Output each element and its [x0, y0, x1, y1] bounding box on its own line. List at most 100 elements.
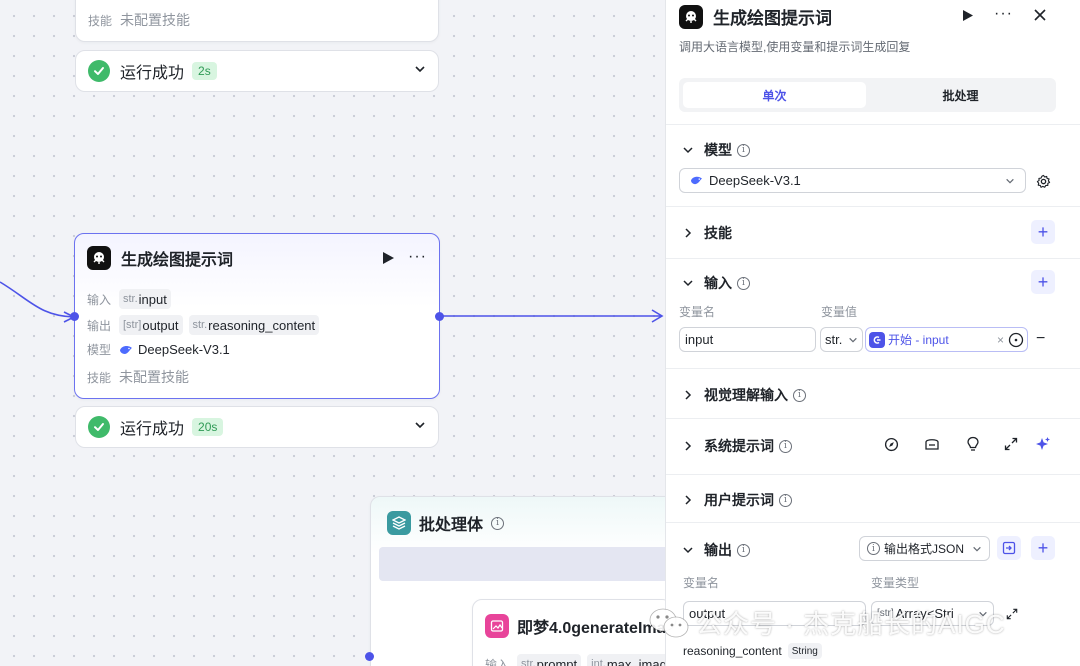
model-section: [666, 124, 1080, 204]
panel-subtitle: 调用大语言模型,使用变量和提示词生成回复: [679, 40, 911, 54]
input-ref-label: 开始 - input: [888, 333, 949, 347]
expand-icon[interactable]: [1001, 434, 1021, 454]
chevron-down-icon: [972, 544, 982, 554]
jimeng-node-title: 即梦4.0generateIma: [517, 620, 666, 637]
clear-ref-icon[interactable]: ×: [996, 332, 1004, 347]
input-var-name-field[interactable]: input: [679, 327, 816, 352]
run-time-badge: 2s: [192, 62, 217, 80]
import-output-button[interactable]: [997, 536, 1021, 560]
user-prompt-section: [666, 474, 1080, 522]
input-tag: int.max_imag: [587, 654, 671, 666]
run-node-icon[interactable]: [382, 251, 395, 270]
input-label: 输入: [485, 657, 510, 666]
output-var-type-column-header: 变量类型: [871, 576, 920, 590]
info-icon[interactable]: i: [737, 543, 750, 557]
var-name-column-header: 变量名: [679, 305, 716, 319]
input-var-type-select[interactable]: str.: [820, 327, 863, 352]
llm-output-port[interactable]: [435, 312, 444, 321]
info-icon[interactable]: i: [737, 143, 750, 157]
add-input-button[interactable]: +: [1031, 270, 1055, 294]
success-check-icon: [88, 416, 110, 438]
expand-icon[interactable]: [1002, 604, 1022, 624]
skill-label: 技能: [87, 370, 112, 385]
info-icon: i: [867, 542, 880, 555]
llm-input-port[interactable]: [70, 312, 79, 321]
output-var-name-column-header: 变量名: [683, 576, 720, 590]
batch-input-port[interactable]: [365, 652, 374, 661]
model-value: DeepSeek-V3.1: [138, 342, 230, 357]
llm-logo-icon: [87, 246, 111, 270]
chevron-down-icon[interactable]: [682, 544, 694, 556]
output-var-name-field[interactable]: output: [683, 601, 866, 626]
info-icon[interactable]: i: [491, 516, 505, 530]
chevron-right-icon[interactable]: [682, 494, 694, 506]
output-format-select[interactable]: i 输出格式JSON: [859, 536, 990, 561]
remove-input-row-icon[interactable]: −: [1036, 330, 1046, 347]
info-icon[interactable]: i: [737, 276, 750, 290]
compass-icon[interactable]: [881, 434, 901, 454]
run-status-text: 运行成功: [120, 65, 185, 82]
chevron-down-icon: [1005, 176, 1015, 186]
variable-picker-icon[interactable]: [1008, 332, 1024, 348]
model-select[interactable]: DeepSeek-V3.1: [679, 168, 1026, 193]
batch-inner-area: [379, 547, 679, 581]
chevron-down-icon[interactable]: [682, 277, 694, 289]
more-options-icon[interactable]: ···: [408, 248, 427, 265]
info-icon[interactable]: i: [793, 388, 806, 402]
chevron-down-icon: [978, 609, 988, 619]
jimeng-node-card[interactable]: 即梦4.0generateIma 输入 str.prompt int.max_i…: [472, 599, 672, 666]
chevron-right-icon[interactable]: [682, 389, 694, 401]
chevron-down-icon[interactable]: [414, 62, 426, 80]
run-status-text: 运行成功: [120, 421, 185, 438]
input-tag: str.prompt: [517, 654, 582, 666]
ai-sparkle-icon[interactable]: [1033, 434, 1053, 454]
batch-layers-icon: [387, 511, 411, 535]
input-label: 输入: [87, 292, 112, 307]
skill-value: 未配置技能: [119, 369, 189, 385]
output-label: 输出: [87, 318, 112, 333]
llm-node-run-status[interactable]: 运行成功 20s: [75, 406, 439, 448]
run-mode-tabs: 单次 批处理: [679, 78, 1056, 112]
llm-node-title: 生成绘图提示词: [121, 252, 234, 269]
model-select-value: DeepSeek-V3.1: [709, 173, 801, 188]
run-node-icon[interactable]: [962, 9, 974, 27]
more-options-icon[interactable]: ···: [994, 5, 1013, 22]
chevron-right-icon[interactable]: [682, 440, 694, 452]
model-settings-gear-icon[interactable]: [1033, 171, 1053, 191]
skill-value: 未配置技能: [120, 12, 190, 28]
input-var-ref-field[interactable]: 开始 - input ×: [865, 327, 1028, 352]
reasoning-output-type: String: [787, 643, 822, 659]
info-icon[interactable]: i: [779, 493, 792, 507]
deepseek-whale-icon: [690, 175, 703, 186]
top-node-card[interactable]: 技能 未配置技能: [75, 0, 439, 42]
output-var-type-select[interactable]: [str] Array<Stri: [871, 601, 994, 626]
add-output-button[interactable]: +: [1031, 536, 1055, 560]
batch-node-title: 批处理体: [419, 517, 484, 534]
vision-section: [666, 368, 1080, 418]
tab-single[interactable]: 单次: [683, 82, 866, 108]
chevron-down-icon: [848, 335, 858, 345]
output-format-label: 输出格式JSON: [884, 542, 965, 556]
lightbulb-icon[interactable]: [963, 434, 983, 454]
llm-logo-icon: [679, 4, 703, 29]
add-skill-button[interactable]: +: [1031, 220, 1055, 244]
tab-batch[interactable]: 批处理: [942, 88, 979, 103]
prompt-library-icon[interactable]: [922, 434, 942, 454]
close-icon[interactable]: [1033, 8, 1047, 27]
node-config-panel: 生成绘图提示词 ··· 调用大语言模型,使用变量和提示词生成回复 单次 批处理 …: [665, 0, 1080, 666]
top-node-run-status[interactable]: 运行成功 2s: [75, 50, 439, 92]
chevron-down-icon[interactable]: [414, 418, 426, 436]
chevron-down-icon[interactable]: [682, 144, 694, 156]
skills-section-header[interactable]: 技能: [682, 223, 732, 243]
chevron-right-icon[interactable]: [682, 227, 694, 239]
jimeng-image-icon: [485, 614, 509, 638]
panel-title[interactable]: 生成绘图提示词: [713, 9, 832, 28]
llm-node-card[interactable]: 生成绘图提示词 ··· 输入 str.input 输出 [str]output …: [74, 233, 440, 399]
info-icon[interactable]: i: [779, 439, 792, 453]
